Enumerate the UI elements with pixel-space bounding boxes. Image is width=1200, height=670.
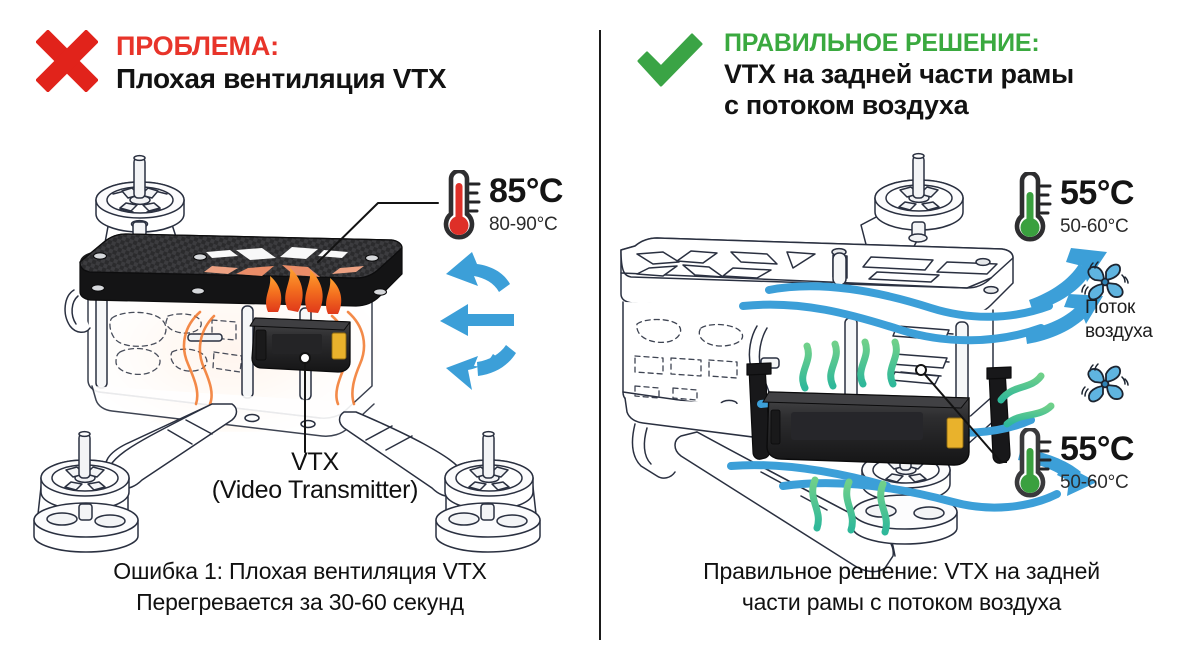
thermometer-hot-icon	[437, 170, 481, 244]
airflow-label: Поток воздуха	[1085, 297, 1153, 342]
green-check-icon	[634, 28, 706, 90]
vtx-callout: VTX (Video Transmitter)	[150, 448, 480, 504]
temp-value-cool-bottom: 55°C	[1060, 430, 1134, 468]
problem-panel: ПРОБЛЕМА: Плохая вентиляция VTX	[0, 0, 599, 670]
problem-illustration	[0, 0, 599, 670]
thermometer-cool-bottom-readout: 55°C 50-60°C	[1060, 428, 1134, 492]
fan-icon-bottom	[1079, 360, 1131, 413]
solution-kicker: ПРАВИЛЬНОЕ РЕШЕНИЕ:	[724, 29, 1040, 57]
fan-icon-top	[1079, 258, 1131, 311]
exhaust-airflow-arrows	[1018, 248, 1107, 496]
thermometer-hot-readout: 85°C 80-90°C	[489, 170, 563, 234]
temp-range-cool-top: 50-60°C	[1060, 216, 1129, 237]
thermometer-cool-bottom-block: 55°C 50-60°C	[1008, 428, 1134, 502]
problem-kicker: ПРОБЛЕМА:	[116, 31, 279, 61]
drone-good-ventilation-drawing	[620, 152, 1107, 573]
thermometer-cool-icon	[1008, 428, 1052, 502]
problem-header-text: ПРОБЛЕМА: Плохая вентиляция VTX	[116, 30, 447, 96]
temp-value-hot: 85°C	[489, 172, 563, 210]
problem-caption: Ошибка 1: Плохая вентиляция VTX Перегрев…	[113, 558, 487, 616]
panel-divider	[599, 30, 601, 640]
vtx-callout-line2: (Video Transmitter)	[211, 476, 419, 504]
thermometer-hot-block: 85°C 80-90°C	[437, 170, 563, 244]
solution-header: ПРАВИЛЬНОЕ РЕШЕНИЕ: VTX на задней части …	[634, 28, 1074, 122]
vtx-callout-line1: VTX	[291, 448, 339, 476]
solution-headline: VTX на задней части рамы с потоком возду…	[724, 59, 1074, 121]
temp-range-hot: 80-90°C	[489, 214, 558, 235]
thermometer-cool-top-block: 55°C 50-60°C	[1008, 172, 1134, 246]
temp-range-cool-bottom: 50-60°C	[1060, 472, 1129, 493]
thermometer-cool-icon	[1008, 172, 1052, 246]
thermometer-cool-top-readout: 55°C 50-60°C	[1060, 172, 1134, 236]
solution-illustration	[601, 0, 1200, 670]
solution-panel: ПРАВИЛЬНОЕ РЕШЕНИЕ: VTX на задней части …	[601, 0, 1200, 670]
blocked-airflow-arrows	[440, 252, 516, 390]
problem-header: ПРОБЛЕМА: Плохая вентиляция VTX	[36, 30, 447, 96]
solution-header-text: ПРАВИЛЬНОЕ РЕШЕНИЕ: VTX на задней части …	[724, 28, 1074, 122]
problem-headline: Плохая вентиляция VTX	[116, 63, 447, 95]
drone-bad-ventilation-drawing	[33, 154, 541, 553]
solution-caption: Правильное решение: VTX на задней части …	[703, 558, 1100, 616]
temp-value-cool-top: 55°C	[1060, 174, 1134, 212]
red-cross-icon	[36, 30, 98, 92]
